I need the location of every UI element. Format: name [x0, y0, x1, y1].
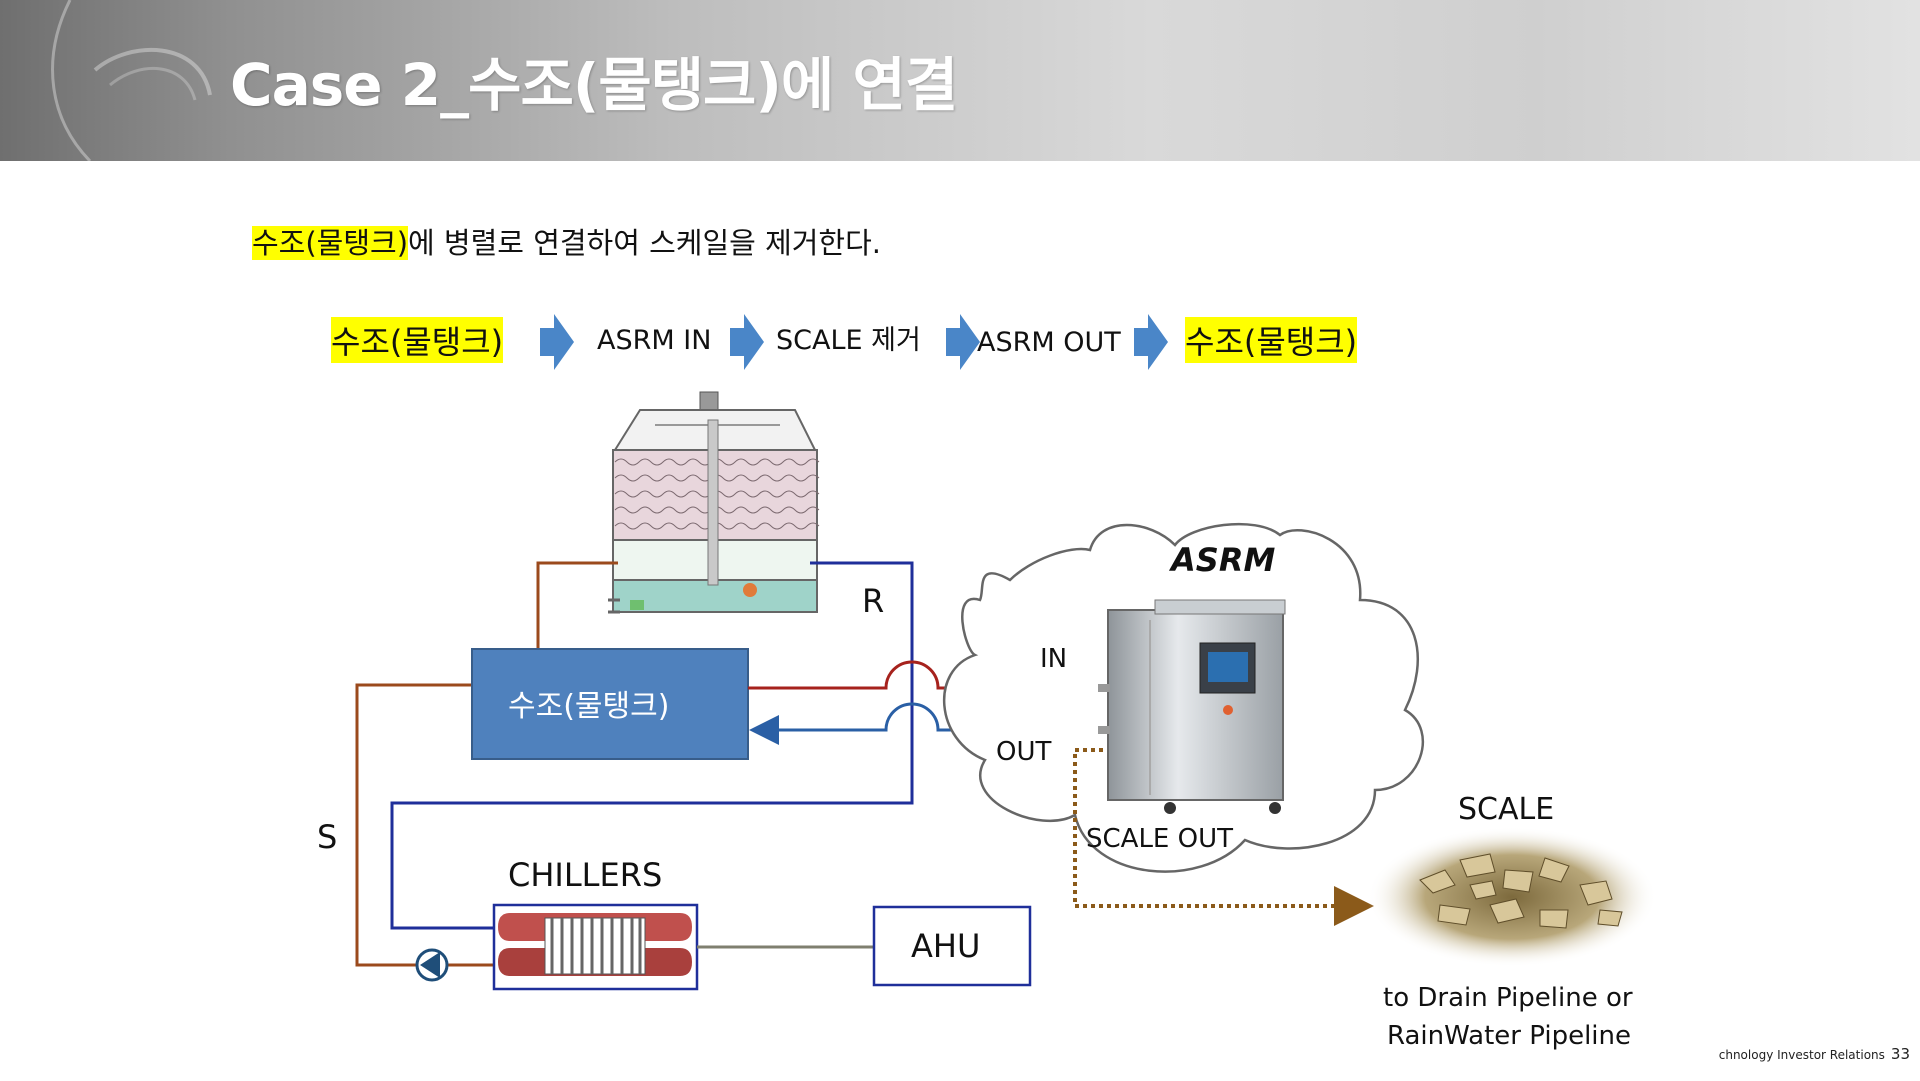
footer: chnology Investor Relations 33 — [1719, 1045, 1910, 1063]
scale-flakes-image — [1367, 827, 1657, 967]
flow-arrow-1 — [540, 314, 574, 370]
pipe-scale-out — [1073, 748, 1374, 926]
pipe-asrm-out-to-tank — [749, 702, 1108, 745]
flow-step-tank-start: 수조(물탱크) — [331, 317, 504, 363]
scale-label: SCALE — [1458, 792, 1555, 827]
pipe-tank-to-tower — [536, 561, 618, 648]
footer-text: chnology Investor Relations — [1718, 1048, 1885, 1062]
description-highlight: 수조(물탱크) — [252, 226, 409, 260]
pump-icon — [415, 948, 449, 982]
decorative-swirl — [51, 0, 212, 161]
flow-arrow-2 — [730, 314, 764, 370]
drain-label-line1: to Drain Pipeline or — [1383, 983, 1633, 1013]
asrm-label: ASRM — [1171, 541, 1276, 579]
page-title: Case 2_수조(물탱크)에 연결 — [230, 51, 958, 119]
flow-step-asrm-out: ASRM OUT — [977, 327, 1121, 358]
water-tank-box — [471, 648, 749, 760]
pipe-tank-to-asrm-in — [748, 660, 1111, 703]
ahu-box — [872, 905, 1032, 987]
pipe-supply-loop — [355, 683, 472, 967]
description-sentence: 수조(물탱크)에 병렬로 연결하여 스케일을 제거한다. — [252, 220, 881, 262]
tank-label: 수조(물탱크) — [508, 689, 670, 724]
ahu-label: AHU — [911, 927, 981, 965]
flow-step-scale-removal: SCALE 제거 — [776, 325, 921, 356]
page-number: 33 — [1890, 1045, 1910, 1063]
chiller-unit-image — [498, 913, 692, 976]
asrm-in-label: IN — [1040, 644, 1068, 674]
supply-line-label: S — [317, 818, 338, 856]
cooling-tower-image — [608, 391, 820, 614]
header-banner: Case 2_수조(물탱크)에 연결 — [0, 0, 1920, 161]
flow-arrow-4 — [1134, 314, 1168, 370]
flow-step-asrm-in: ASRM IN — [597, 325, 712, 356]
return-line-label: R — [862, 582, 885, 620]
scale-out-label: SCALE OUT — [1086, 824, 1233, 854]
flow-step-tank-end: 수조(물탱크) — [1185, 317, 1358, 363]
pipe-tower-return — [390, 561, 914, 930]
flow-arrow-3 — [946, 314, 980, 370]
drain-label-line2: RainWater Pipeline — [1387, 1021, 1632, 1051]
chillers-label: CHILLERS — [508, 856, 663, 894]
description-rest: 에 병렬로 연결하여 스케일을 제거한다. — [408, 226, 882, 260]
asrm-out-label: OUT — [996, 737, 1052, 767]
asrm-machine-image — [1098, 599, 1286, 814]
